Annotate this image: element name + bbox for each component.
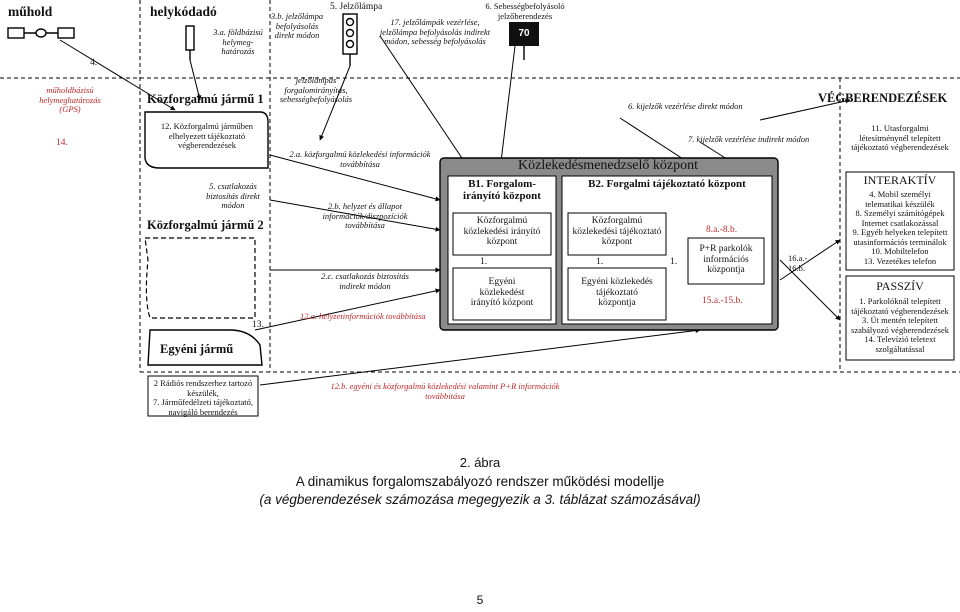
label-11: 11. Utasforgalmi létesítménynél telepíte… — [851, 123, 949, 153]
b2-egyeni: Egyéni közlekedés tájékoztató központja — [581, 277, 653, 309]
bus1-shape — [144, 111, 269, 169]
label-muhold: műhold — [8, 4, 53, 19]
label-3a: 3.a. földbázisú helymeg- határozás — [213, 27, 263, 57]
pr-center: P+R parkolók információs központja — [699, 244, 753, 276]
b2-title: B2. Forgalmi tájékoztató központ — [588, 178, 746, 190]
page-number: 5 — [476, 593, 484, 607]
label-sebesseg: 6. Sebességbefolyásoló jelzőberendezés — [485, 1, 565, 21]
label-7: 7. kijelzők vezérlése indirekt módon — [688, 134, 810, 144]
label-2c: 2.c. csatlakozás biztosítás indirekt mód… — [321, 271, 409, 291]
b1-inner: Közforgalmú közlekedési irányító központ — [463, 216, 541, 248]
caption-title: A dinamikus forgalomszabályozó rendszer … — [295, 474, 665, 489]
interaktiv-title: INTERAKTÍV — [863, 173, 937, 187]
beacon-icon — [185, 25, 195, 60]
label-2a: 2.a. közforgalmú közlekedési információk… — [289, 149, 431, 169]
label-num13: 13. — [252, 320, 264, 330]
label-17: 17. jelzőlámpák vezérlése, jelzőlámpa be… — [379, 17, 491, 47]
label-3b: 3.b. jelzőlámpa befolyásolás direkt módo… — [270, 11, 324, 41]
center-title: Közlekedésmenedzselő központ — [518, 158, 698, 173]
label-12: 12. Közforgalmú járműben elhelyezett táj… — [160, 121, 254, 151]
b1-num: 1. — [480, 257, 488, 267]
b2-inner: Közforgalmú közlekedési tájékoztató közp… — [572, 216, 662, 248]
b2-num: 1. — [596, 257, 604, 267]
vegberendezesek-header: VÉGBERENDEZÉSEK — [818, 91, 948, 105]
speed-sign: 70 — [509, 22, 539, 46]
label-num14: 14. — [56, 138, 68, 148]
interaktiv-items: 4. Mobil személyi telematikai készülék 8… — [852, 189, 948, 266]
traffic-light-icon — [342, 13, 358, 66]
bus2-shape — [144, 237, 256, 319]
label-5: 5. csatlakozás biztosítás direkt módon — [206, 181, 260, 211]
label-12a: 12.a. helyzetinformációk továbbítása — [300, 311, 426, 321]
label-jelzolampa: 5. Jelzőlámpa — [330, 2, 383, 12]
label-gps: műholdbázisú helymeghatározás (GPS) — [39, 85, 101, 115]
label-8: 8.a.-8.b. — [706, 225, 738, 235]
caption-figure-number: 2. ábra — [459, 455, 501, 470]
b1-title: B1. Forgalom- irányító központ — [463, 178, 541, 203]
label-15: 15.a.-15.b. — [702, 296, 743, 306]
label-vehicle2: Közforgalmú jármű 2 — [147, 218, 264, 232]
label-2b: 2.b. helyzet és állapot információk/disz… — [322, 201, 408, 231]
label-16: 16.a.- 16.b. — [788, 253, 808, 273]
b1-egyeni: Egyéni közlekedést irányító központ — [470, 277, 534, 309]
label-12b: 12.b. egyéni és közforgalmú közlekedési … — [330, 381, 560, 401]
label-vehicle3: Egyéni jármű — [160, 342, 234, 356]
label-vehicle1: Közforgalmú jármű 1 — [147, 92, 264, 106]
passziv-items: 1. Parkolóknál telepített tájékoztató vé… — [851, 296, 949, 354]
car-shape — [147, 329, 263, 366]
label-6: 6. kijelzők vezérlése direkt módon — [628, 101, 743, 111]
label-helykodado: helykódadó — [150, 4, 217, 19]
num1-right: 1. — [670, 257, 678, 267]
label-bottom-box: 2 Rádiós rendszerhez tartozó készülék, 7… — [152, 378, 254, 417]
caption-subtitle: (a végberendezések számozása megegyezik … — [259, 492, 701, 507]
satellite-icon — [7, 27, 75, 39]
label-jelzolampas: jelzőlámpás forgalomirányítás, sebességb… — [279, 75, 353, 105]
passziv-title: PASSZÍV — [876, 279, 924, 293]
label-num4: 4. — [90, 58, 98, 68]
